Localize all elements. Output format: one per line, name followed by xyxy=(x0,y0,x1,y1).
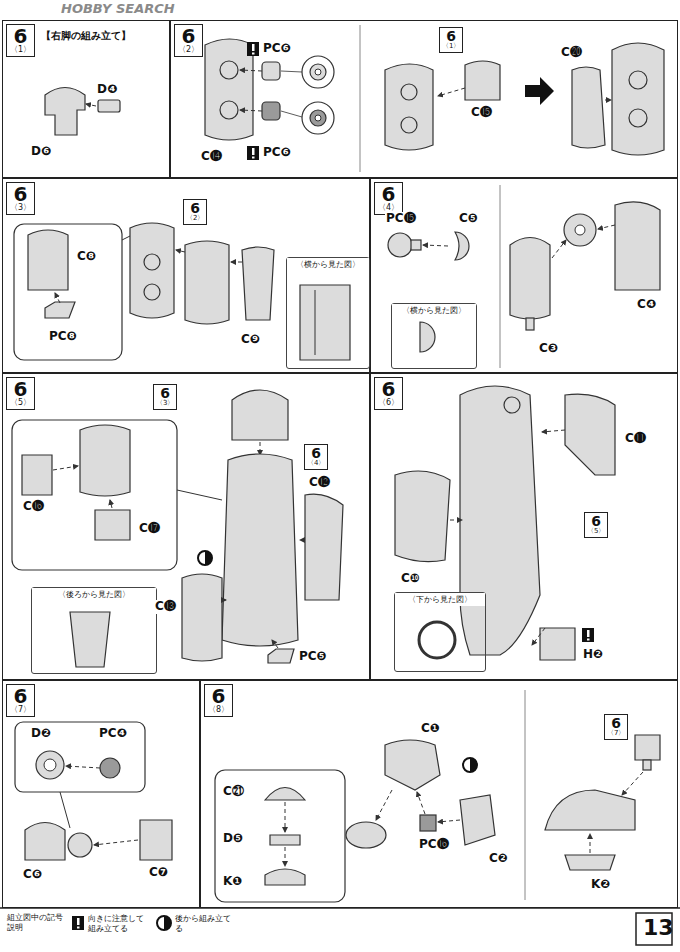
part-label: D❻ xyxy=(30,145,52,159)
part-label: C❻ xyxy=(22,868,43,882)
step-number: 6 xyxy=(607,716,625,730)
step-reference: 6〈7〉 xyxy=(604,714,628,740)
step-badge: 6〈2〉 xyxy=(174,24,203,57)
part-label: C⓴ xyxy=(560,46,583,60)
step-badge: 6〈3〉 xyxy=(6,182,35,215)
step-panel: 6〈5〉6〈3〉6〈4〉〈後ろから見た図〉 xyxy=(2,373,370,680)
part-label: C⓬ xyxy=(308,476,331,490)
part-label: K❶ xyxy=(222,875,243,889)
part-label: C❺ xyxy=(458,212,479,226)
substep-number: 〈7〉 xyxy=(10,706,31,714)
part-label: H❷ xyxy=(582,648,604,662)
page-number: 13 xyxy=(642,915,675,940)
step-badge: 6〈5〉 xyxy=(6,377,35,410)
step-number: 6 xyxy=(10,184,31,204)
part-label: K❷ xyxy=(590,878,611,892)
step-panel: 6〈1〉【右脚の組み立て】 xyxy=(2,20,170,178)
substep-number: 〈5〉 xyxy=(10,399,31,407)
inset-view: 〈横から見た図〉 xyxy=(286,257,370,369)
part-label: PC❹ xyxy=(98,727,128,741)
part-label: C⓱ xyxy=(138,522,161,536)
step-reference: 6〈2〉 xyxy=(183,199,207,225)
part-label: C⓯ xyxy=(470,106,493,120)
part-label: C❼ xyxy=(148,866,169,880)
part-label: PC⓯ xyxy=(385,212,417,226)
step-reference: 6〈1〉 xyxy=(439,27,463,53)
step-badge: 6〈6〉 xyxy=(374,377,403,410)
step-number: 6 xyxy=(587,514,605,528)
inset-view: 〈後ろから見た図〉 xyxy=(31,587,157,674)
part-label: PC⓰ xyxy=(418,838,450,852)
substep-number: 〈4〉 xyxy=(378,204,399,212)
part-label: C❹ xyxy=(636,298,657,312)
part-label: D❹ xyxy=(96,83,118,97)
step-number: 6 xyxy=(307,446,325,460)
step-panel: 6〈6〉6〈5〉〈下から見た図〉 xyxy=(370,373,678,680)
legend-text: 向きに注意して組み立てる xyxy=(88,914,150,933)
step-number: 6 xyxy=(10,379,31,399)
step-number: 6 xyxy=(378,184,399,204)
substep-number: 〈8〉 xyxy=(208,706,229,714)
watermark: HOBBY SEARCH xyxy=(60,2,176,17)
part-label: PC❽ xyxy=(48,330,78,344)
step-panel: 6〈2〉6〈1〉 xyxy=(170,20,678,178)
step-number: 6 xyxy=(208,686,229,706)
step-number: 6 xyxy=(156,386,174,400)
part-label: D❺ xyxy=(222,832,244,846)
part-label: C❷ xyxy=(488,852,509,866)
step-number: 6 xyxy=(10,686,31,706)
step-badge: 6〈1〉 xyxy=(6,24,35,57)
step-badge: 6〈4〉 xyxy=(374,182,403,215)
part-label: C❾ xyxy=(240,333,261,347)
inset-view: 〈横から見た図〉 xyxy=(391,303,477,369)
view-caption: 〈下から見た図〉 xyxy=(395,593,485,606)
substep-number: 〈1〉 xyxy=(442,43,460,50)
part-label: C❶ xyxy=(420,722,441,736)
substep-number: 〈2〉 xyxy=(186,215,204,222)
symbol-note: 組立図中の記号説明 xyxy=(6,913,68,932)
section-heading: 【右脚の組み立て】 xyxy=(41,29,131,43)
part-label: C⓫ xyxy=(624,432,647,446)
substep-number: 〈7〉 xyxy=(607,730,625,737)
view-caption: 〈横から見た図〉 xyxy=(287,258,369,271)
part-label: C⓮ xyxy=(200,150,223,164)
view-caption: 〈横から見た図〉 xyxy=(392,304,476,317)
step-panel: 6〈8〉6〈7〉 xyxy=(200,680,678,908)
substep-number: 〈3〉 xyxy=(10,204,31,212)
view-caption: 〈後ろから見た図〉 xyxy=(32,588,156,601)
step-number: 6 xyxy=(442,29,460,43)
part-label: C⓭ xyxy=(154,600,177,614)
part-label: PC❻ xyxy=(262,42,292,56)
part-label: D❷ xyxy=(30,727,52,741)
step-number: 6 xyxy=(378,379,399,399)
substep-number: 〈3〉 xyxy=(156,400,174,407)
step-number: 6 xyxy=(10,26,31,46)
substep-number: 〈4〉 xyxy=(307,460,325,467)
step-number: 6 xyxy=(186,201,204,215)
part-label: PC❺ xyxy=(298,650,328,664)
substep-number: 〈1〉 xyxy=(10,46,31,54)
part-label: C❸ xyxy=(538,342,559,356)
part-label: C❿ xyxy=(400,572,421,586)
substep-number: 〈2〉 xyxy=(178,46,199,54)
legend-text: 後から組み立てる xyxy=(175,914,237,933)
step-badge: 6〈8〉 xyxy=(204,684,233,717)
part-label: C⓰ xyxy=(22,500,45,514)
part-label: C㉑ xyxy=(222,785,245,799)
step-reference: 6〈5〉 xyxy=(584,512,608,538)
step-panel: 6〈4〉〈横から見た図〉 xyxy=(370,178,678,373)
part-label: C❽ xyxy=(76,250,97,264)
part-label: PC❻ xyxy=(262,146,292,160)
inset-view: 〈下から見た図〉 xyxy=(394,592,486,672)
step-badge: 6〈7〉 xyxy=(6,684,35,717)
step-reference: 6〈4〉 xyxy=(304,444,328,470)
step-number: 6 xyxy=(178,26,199,46)
substep-number: 〈5〉 xyxy=(587,528,605,535)
step-reference: 6〈3〉 xyxy=(153,384,177,410)
substep-number: 〈6〉 xyxy=(378,399,399,407)
